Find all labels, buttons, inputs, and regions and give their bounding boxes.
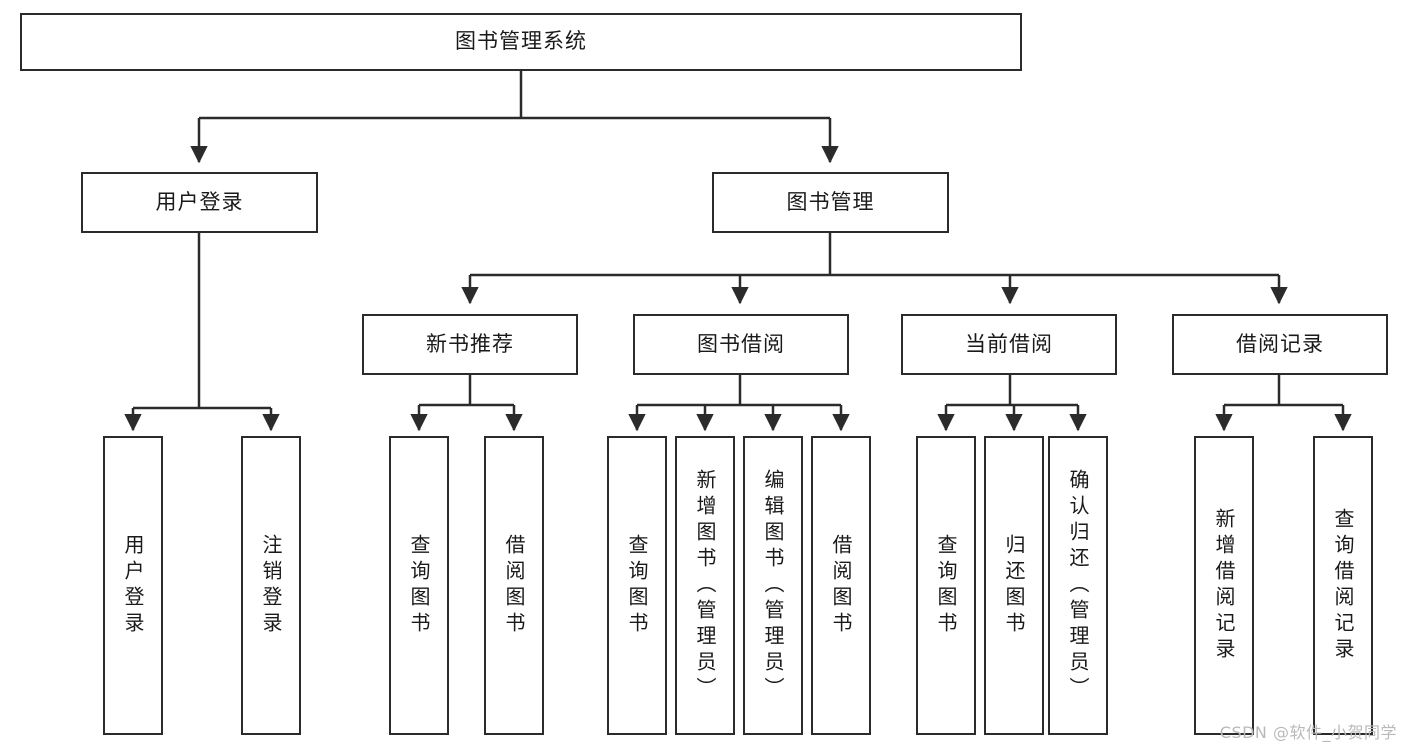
node-user-login[interactable]: 用户登录 — [81, 172, 318, 233]
leaf-borrow-book-new-rec[interactable]: 借阅图书 — [484, 436, 544, 735]
leaf-logout[interactable]: 注销登录 — [241, 436, 301, 735]
node-root-system[interactable]: 图书管理系统 — [20, 13, 1022, 71]
node-current-borrow[interactable]: 当前借阅 — [901, 314, 1117, 375]
node-book-borrow[interactable]: 图书借阅 — [633, 314, 849, 375]
leaf-user-login[interactable]: 用户登录 — [103, 436, 163, 735]
leaf-confirm-return-admin[interactable]: 确认归还（管理员） — [1048, 436, 1108, 735]
leaf-edit-book-admin[interactable]: 编辑图书（管理员） — [743, 436, 803, 735]
node-new-book-recommend[interactable]: 新书推荐 — [362, 314, 578, 375]
leaf-add-borrow-record[interactable]: 新增借阅记录 — [1194, 436, 1254, 735]
leaf-query-book-new-rec[interactable]: 查询图书 — [389, 436, 449, 735]
leaf-query-book-current[interactable]: 查询图书 — [916, 436, 976, 735]
leaf-return-book[interactable]: 归还图书 — [984, 436, 1044, 735]
leaf-query-borrow-record[interactable]: 查询借阅记录 — [1313, 436, 1373, 735]
leaf-add-book-admin[interactable]: 新增图书（管理员） — [675, 436, 735, 735]
node-book-manage[interactable]: 图书管理 — [712, 172, 949, 233]
leaf-borrow-book-borrow[interactable]: 借阅图书 — [811, 436, 871, 735]
node-borrow-record[interactable]: 借阅记录 — [1172, 314, 1388, 375]
leaf-query-book-borrow[interactable]: 查询图书 — [607, 436, 667, 735]
